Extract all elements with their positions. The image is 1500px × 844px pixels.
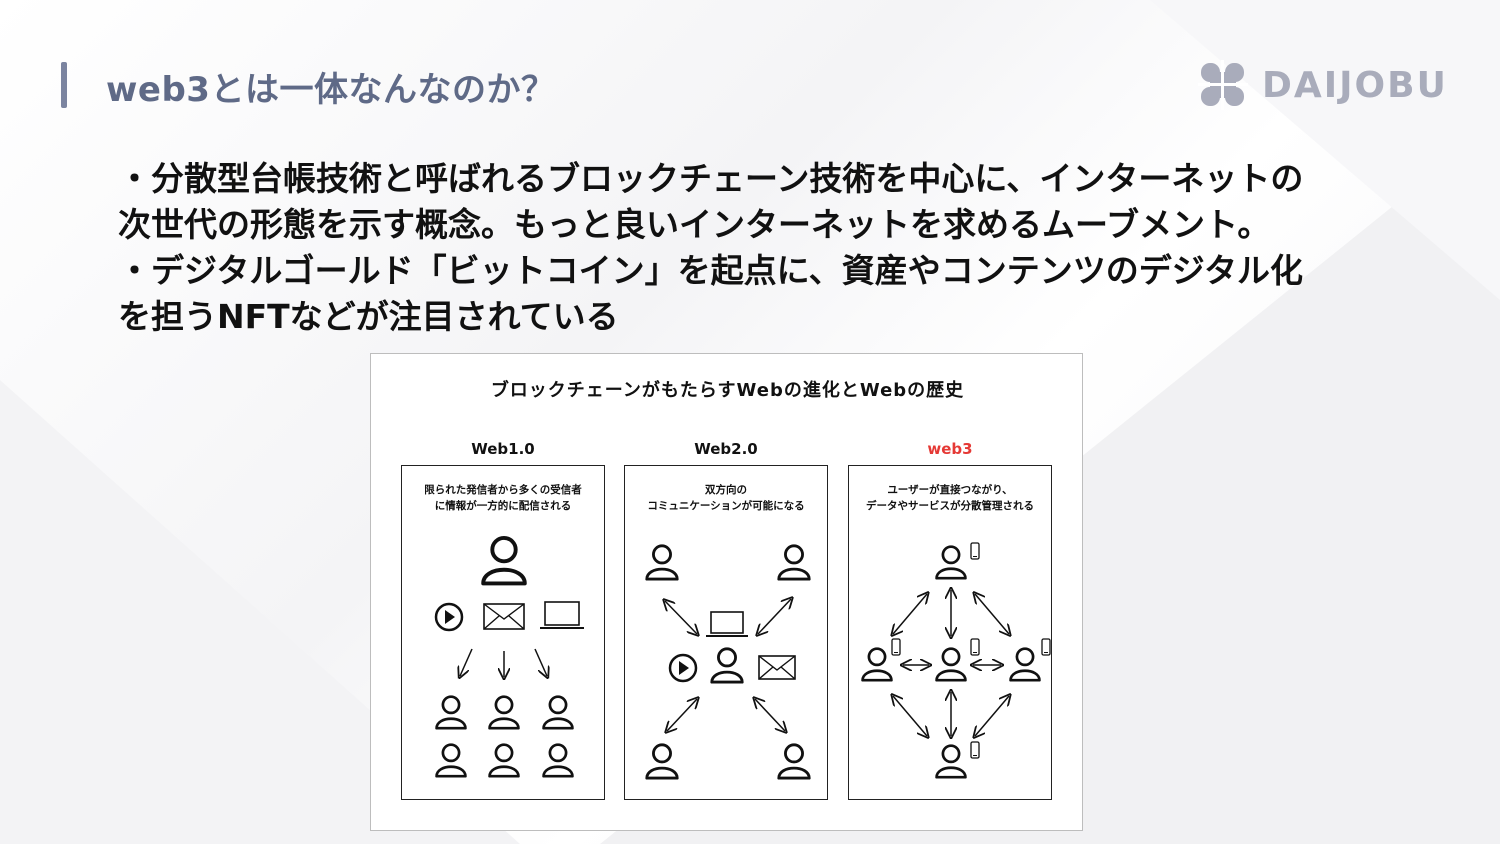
person-icon xyxy=(777,544,811,581)
mail-icon xyxy=(483,603,525,630)
laptop-icon xyxy=(706,611,748,637)
person-icon xyxy=(645,743,679,780)
panel-web1: 限られた発信者から多くの受信者 に情報が一方的に配信される xyxy=(401,465,605,800)
receiver-person-icon xyxy=(542,695,574,730)
body-line: ・分散型台帳技術と呼ばれるブロックチェーン技術を中心に、インターネットの xyxy=(118,159,1304,198)
desc-line: に情報が一方的に配信される xyxy=(434,500,572,512)
logo-text: DAIJOBU xyxy=(1262,64,1448,106)
body-line: ・デジタルゴールド「ビットコイン」を起点に、資産やコンテンツのデジタル化 xyxy=(118,251,1304,290)
user-person-icon xyxy=(935,744,967,779)
panel-description: ユーザーが直接つながり、 データやサービスが分散管理される xyxy=(849,482,1051,514)
desc-line: 限られた発信者から多くの受信者 xyxy=(424,484,582,496)
company-logo: DAIJOBU xyxy=(1198,60,1448,110)
panel-web3: ユーザーが直接つながり、 データやサービスが分散管理される xyxy=(848,465,1052,800)
web1-diagram xyxy=(434,535,584,778)
receiver-person-icon xyxy=(542,743,574,778)
body-line: を担うNFTなどが注目されている xyxy=(118,297,619,336)
body-text: ・分散型台帳技術と呼ばれるブロックチェーン技術を中心に、インターネットの 次世代… xyxy=(118,156,1483,340)
panel-description: 双方向の コミュニケーションが可能になる xyxy=(625,482,827,514)
receiver-person-icon xyxy=(488,743,520,778)
desc-line: 双方向の xyxy=(705,484,747,496)
panel-description: 限られた発信者から多くの受信者 に情報が一方的に配信される xyxy=(402,482,604,514)
person-icon xyxy=(710,647,744,684)
mail-icon xyxy=(758,655,796,680)
smartphone-icon xyxy=(1041,638,1051,656)
user-person-icon xyxy=(861,647,893,682)
sender-person-icon xyxy=(481,535,527,586)
receiver-person-icon xyxy=(435,743,467,778)
receiver-person-icon xyxy=(435,695,467,730)
web3-diagram xyxy=(861,542,1051,779)
smartphone-icon xyxy=(970,638,980,656)
desc-line: データやサービスが分散管理される xyxy=(866,500,1034,512)
smartphone-icon xyxy=(970,542,980,560)
smartphone-icon xyxy=(970,741,980,759)
web2-diagram xyxy=(645,544,811,780)
column-label-web1: Web1.0 xyxy=(471,440,535,458)
play-icon xyxy=(668,653,698,683)
figure-title: ブロックチェーンがもたらすWebの進化とWebの歴史 xyxy=(490,380,965,401)
person-icon xyxy=(645,544,679,581)
laptop-icon xyxy=(540,601,584,629)
user-person-icon xyxy=(935,545,967,580)
title-accent-bar xyxy=(61,62,67,108)
smartphone-icon xyxy=(891,638,901,656)
page-title: web3とは一体なんなのか？ xyxy=(106,70,556,110)
column-label-web2: Web2.0 xyxy=(694,440,758,458)
logo-mark-icon xyxy=(1198,60,1248,110)
person-icon xyxy=(777,743,811,780)
column-label-web3: web3 xyxy=(927,440,973,458)
panel-web2: 双方向の コミュニケーションが可能になる xyxy=(624,465,828,800)
user-person-icon xyxy=(935,647,967,682)
play-icon xyxy=(434,602,464,632)
desc-line: ユーザーが直接つながり、 xyxy=(887,484,1013,496)
user-person-icon xyxy=(1009,647,1041,682)
desc-line: コミュニケーションが可能になる xyxy=(647,500,805,512)
web-history-figure: ブロックチェーンがもたらすWebの進化とWebの歴史 Web1.0 Web2.0… xyxy=(370,353,1083,831)
body-line: 次世代の形態を示す概念。もっと良いインターネットを求めるムーブメント。 xyxy=(118,205,1271,244)
receiver-person-icon xyxy=(488,695,520,730)
